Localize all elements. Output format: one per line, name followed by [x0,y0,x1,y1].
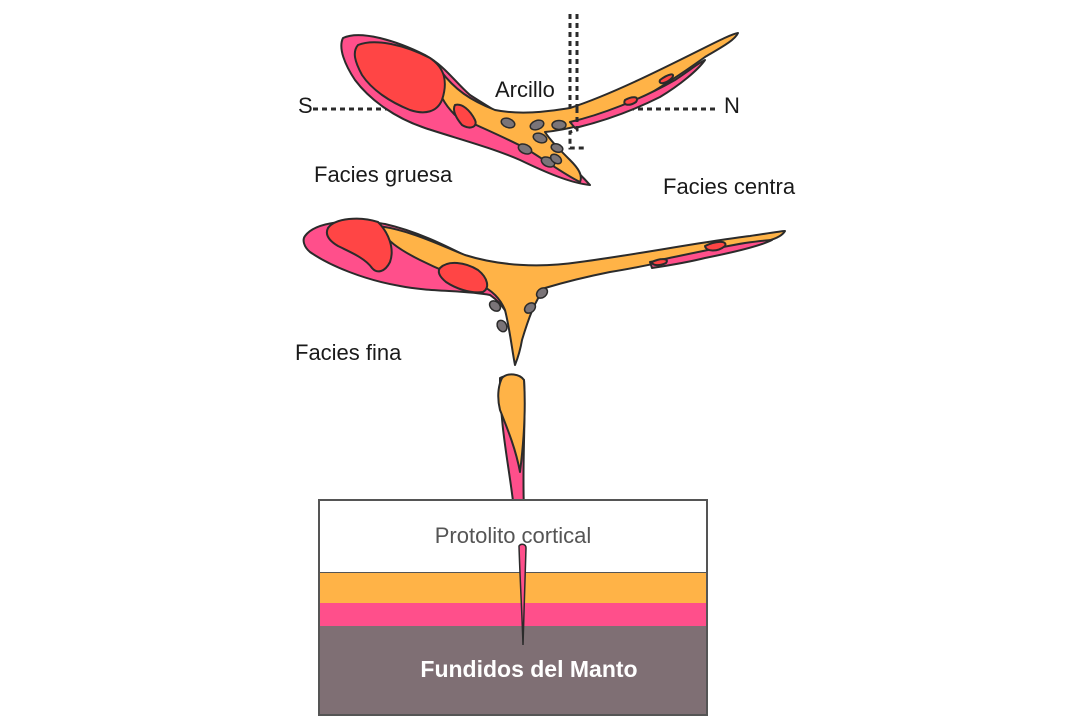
label-central-facies: Facies centra [663,174,796,199]
clast [535,287,549,299]
block-feeder [518,543,527,646]
clast [517,143,533,155]
clast [551,119,567,131]
middle-red-core [325,217,393,273]
clast [550,142,564,154]
clast [529,119,545,131]
clast [500,117,516,129]
dyke-orange [497,373,526,473]
label-mantle-melts: Fundidos del Manto [420,656,637,682]
middle-red-streak [704,240,727,252]
clast [496,319,508,333]
upper-red-streak [623,96,638,106]
pink-layer [319,603,707,626]
protolith-layer [318,499,708,574]
upper-red-lens [452,103,477,129]
label-protolith: Protolito cortical [435,523,592,548]
feeder-dyke [497,373,526,517]
upper-intrusion: S N Arcillo Facies gruesa Facies centra [298,14,796,199]
label-fine-facies: Facies fina [295,340,402,365]
upper-red-core [353,41,446,114]
label-coarse-facies: Facies gruesa [314,162,453,187]
mantle-layer [319,626,707,715]
upper-red-streak-2 [658,73,674,85]
vertical-section-line-c [568,108,585,150]
clast [523,302,537,314]
middle-red-lens [437,262,489,294]
block-outline [318,499,708,716]
middle-orange-body [377,225,786,366]
middle-clasts [488,287,549,333]
clast [549,153,563,165]
clast [488,300,502,312]
crustal-block: Protolito cortical Fundidos del Manto [318,499,708,716]
label-cap: Arcillo [495,77,555,102]
clast [532,132,548,144]
middle-intrusion: Facies fina [295,217,786,366]
label-north: N [724,93,740,118]
upper-clasts [500,117,567,168]
middle-red-streak-2 [651,258,668,267]
label-south: S [298,93,313,118]
orange-layer [319,573,707,603]
